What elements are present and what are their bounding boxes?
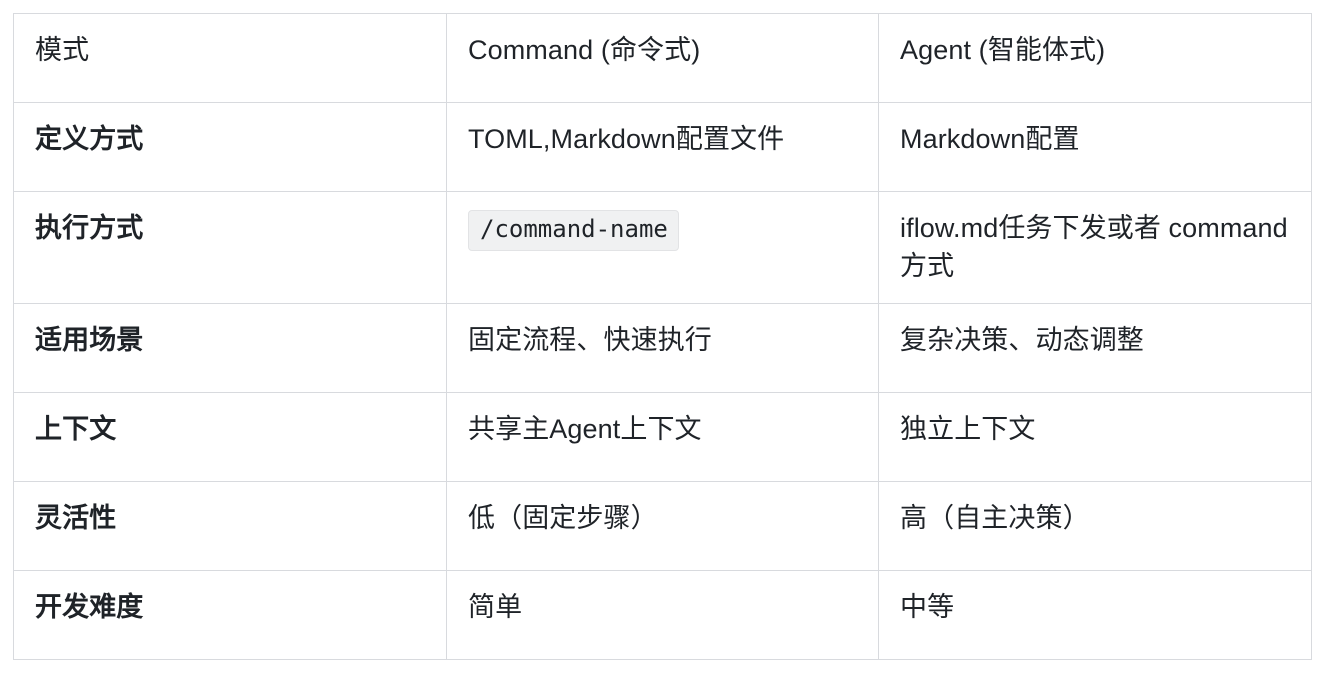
cell-agent: iflow.md任务下发或者 command方式 bbox=[878, 191, 1312, 304]
cell-command-text: 简单 bbox=[468, 591, 523, 622]
table-row: 适用场景固定流程、快速执行 复杂决策、动态调整 bbox=[13, 302, 1312, 393]
cell-command: 固定流程、快速执行 bbox=[446, 302, 879, 393]
cell-command-text: 固定流程、快速执行 bbox=[468, 324, 712, 355]
column-header-command: Command (命令式) bbox=[446, 13, 879, 103]
cell-command: 共享主Agent上下文 bbox=[446, 391, 879, 482]
cell-attribute: 适用场景 bbox=[13, 302, 447, 393]
cell-command-text: TOML,Markdown配置文件 bbox=[468, 124, 785, 154]
table-header-row: 模式 Command (命令式) Agent (智能体式) bbox=[13, 13, 1312, 103]
cell-command-text: 共享主Agent上下文 bbox=[468, 413, 702, 444]
cell-attribute: 执行方式 bbox=[13, 191, 447, 304]
cell-agent: Markdown配置 bbox=[878, 102, 1312, 192]
cell-command: 简单 bbox=[446, 569, 879, 660]
cell-agent: 中等 bbox=[878, 569, 1312, 660]
cell-agent: 高（自主决策） bbox=[878, 480, 1312, 571]
table-row: 上下文共享主Agent上下文 独立上下文 bbox=[13, 391, 1312, 482]
cell-attribute: 开发难度 bbox=[13, 569, 447, 660]
table-row: 定义方式 TOML,Markdown配置文件 Markdown配置 bbox=[13, 102, 1312, 192]
cell-command: TOML,Markdown配置文件 bbox=[446, 102, 879, 192]
table-row: 灵活性低（固定步骤） 高（自主决策） bbox=[13, 480, 1312, 571]
cell-command: /command-name bbox=[446, 191, 879, 304]
column-header-agent: Agent (智能体式) bbox=[878, 13, 1312, 103]
column-header-attribute: 模式 bbox=[13, 13, 447, 103]
comparison-table: 模式 Command (命令式) Agent (智能体式) 定义方式 TOML,M… bbox=[13, 13, 1312, 660]
cell-attribute: 灵活性 bbox=[13, 480, 447, 571]
table-header: 模式 Command (命令式) Agent (智能体式) bbox=[13, 13, 1312, 103]
cell-agent: 独立上下文 bbox=[878, 391, 1312, 482]
cell-agent: 复杂决策、动态调整 bbox=[878, 302, 1312, 393]
cell-command-text: 低（固定步骤） bbox=[468, 502, 658, 533]
cell-command: 低（固定步骤） bbox=[446, 480, 879, 571]
table-row: 开发难度简单 中等 bbox=[13, 569, 1312, 660]
table-row: 执行方式/command-name iflow.md任务下发或者 command方… bbox=[13, 191, 1312, 304]
cell-attribute: 定义方式 bbox=[13, 102, 447, 192]
cell-attribute: 上下文 bbox=[13, 391, 447, 482]
inline-code-chip: /command-name bbox=[468, 210, 679, 251]
